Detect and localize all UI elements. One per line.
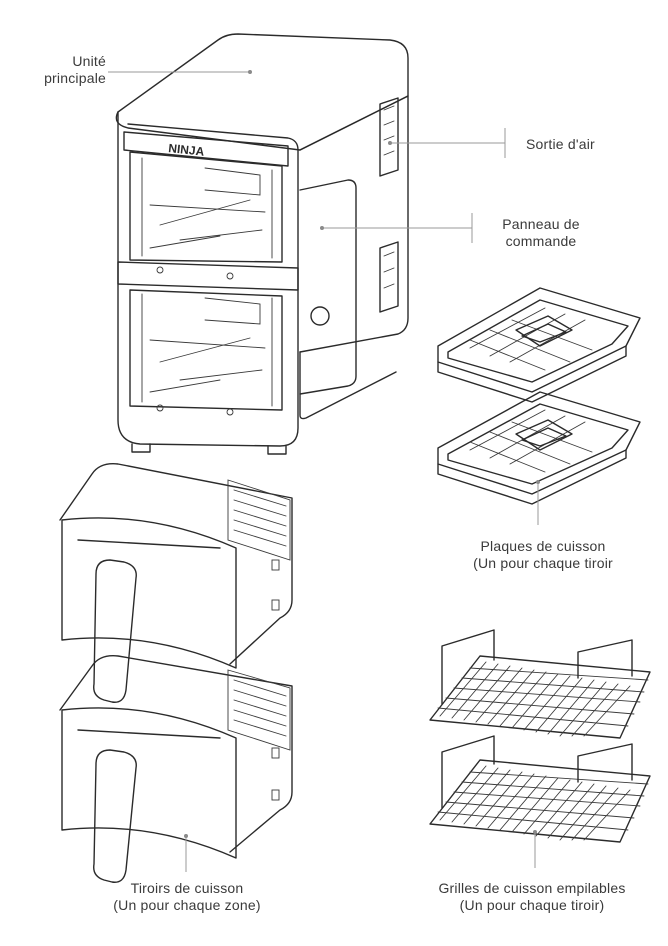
drawer-bottom [59, 655, 293, 883]
rack-bottom [429, 735, 651, 843]
crisper-plate-bottom [437, 391, 641, 505]
crisper-plate-top [437, 287, 641, 403]
label-air-outlet: Sortie d'air [526, 136, 595, 152]
label-stackable-racks: Grilles de cuisson empilables (Un pour c… [438, 880, 626, 913]
rack-top [429, 629, 651, 739]
drawer-top [59, 463, 293, 703]
label-crisper-plates: Plaques de cuisson (Un pour chaque tiroi… [473, 538, 613, 571]
leader-lines [108, 70, 540, 872]
label-control-panel: Panneau de commande [502, 216, 580, 249]
label-main-unit: Unité principale [44, 53, 106, 86]
main-unit-illustration: NINJA [115, 33, 409, 455]
ninja-logo: NINJA [168, 141, 206, 159]
label-cooking-drawers: Tiroirs de cuisson (Un pour chaque zone) [113, 880, 261, 913]
